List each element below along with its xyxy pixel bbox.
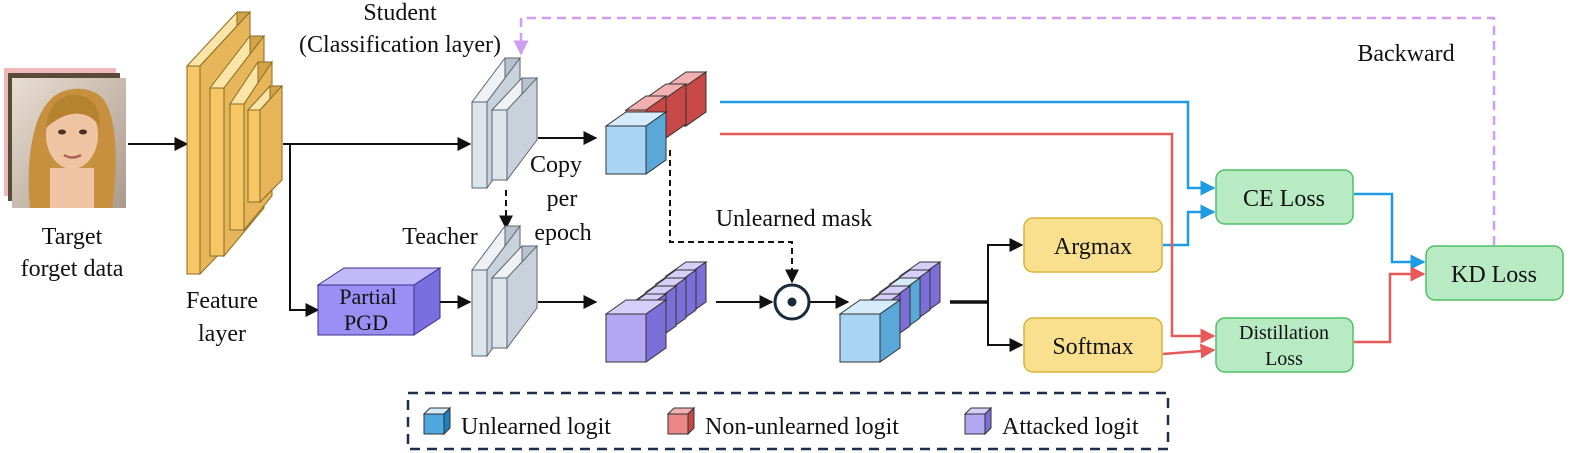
unlearned-logit-cube <box>604 111 668 175</box>
legend-non-unlearned-label: Non-unlearned logit <box>705 414 899 440</box>
legend-attacked-swatch <box>963 406 993 436</box>
pgd-label-line2: PGD <box>344 310 388 335</box>
copy-label-line2: per <box>547 186 578 212</box>
legend-unlearned-label: Unlearned logit <box>461 414 611 440</box>
argmax-box <box>1023 217 1163 273</box>
face-photo-icon <box>4 68 126 208</box>
student-label-line2: (Classification layer) <box>299 32 501 58</box>
backward-label: Backward <box>1357 41 1454 67</box>
arrow-student-logits-to-ce <box>720 100 1216 196</box>
target-label-line2: forget data <box>21 256 124 282</box>
teacher-logit-stack <box>604 261 708 363</box>
legend-non-unlearned-swatch <box>666 406 696 436</box>
arrow-to-argmax <box>987 238 1024 302</box>
distillation-loss-box <box>1215 317 1354 373</box>
attacked-logit-cube <box>604 299 668 363</box>
softmax-box <box>1023 317 1163 373</box>
copy-label-line3: epoch <box>534 220 591 246</box>
copy-label-line1: Copy <box>530 152 582 178</box>
hadamard-product-icon <box>773 283 811 321</box>
kd-loss-label: KD Loss <box>1451 262 1537 288</box>
student-classifier-block <box>471 56 539 190</box>
softmax-label: Softmax <box>1052 334 1133 360</box>
legend-unlearned-swatch <box>422 406 452 436</box>
arrow-ce-to-kd <box>1354 192 1426 270</box>
unlearned-mask-label: Unlearned mask <box>716 206 873 232</box>
arrow-argmax-to-ce <box>1163 204 1216 247</box>
student-label-line1: Student <box>363 0 437 26</box>
feature-label-line1: Feature <box>186 288 258 314</box>
distill-label-line2: Loss <box>1265 348 1303 370</box>
ce-loss-label: CE Loss <box>1243 186 1325 212</box>
argmax-label: Argmax <box>1054 234 1132 260</box>
teacher-label: Teacher <box>402 224 478 250</box>
kd-loss-box <box>1425 245 1564 301</box>
arrow-unlearned-mask <box>669 150 799 284</box>
arrow-distill-to-kd <box>1354 266 1426 344</box>
arrow-softmax-to-distill <box>1162 343 1216 359</box>
unlearned-logit-cube <box>838 299 902 363</box>
pgd-label-line1: Partial <box>339 284 396 309</box>
arrow-backward <box>513 16 1496 245</box>
target-label-line1: Target <box>42 224 103 250</box>
feature-label-line2: layer <box>198 321 246 347</box>
legend-box <box>406 391 1170 451</box>
student-logit-stack <box>604 71 708 175</box>
ce-loss-box <box>1215 169 1354 225</box>
teacher-classifier-block <box>471 224 539 358</box>
distill-label-line1: Distillation <box>1239 322 1329 344</box>
partial-pgd-block <box>316 267 442 336</box>
legend-attacked-label: Attacked logit <box>1002 414 1139 440</box>
feature-layer-block <box>185 10 284 276</box>
arrow-feature-to-pgd <box>289 144 320 317</box>
arrow-student-logits-to-distill <box>720 132 1216 344</box>
arrow-to-softmax <box>987 302 1024 352</box>
masked-logit-stack <box>838 261 942 363</box>
